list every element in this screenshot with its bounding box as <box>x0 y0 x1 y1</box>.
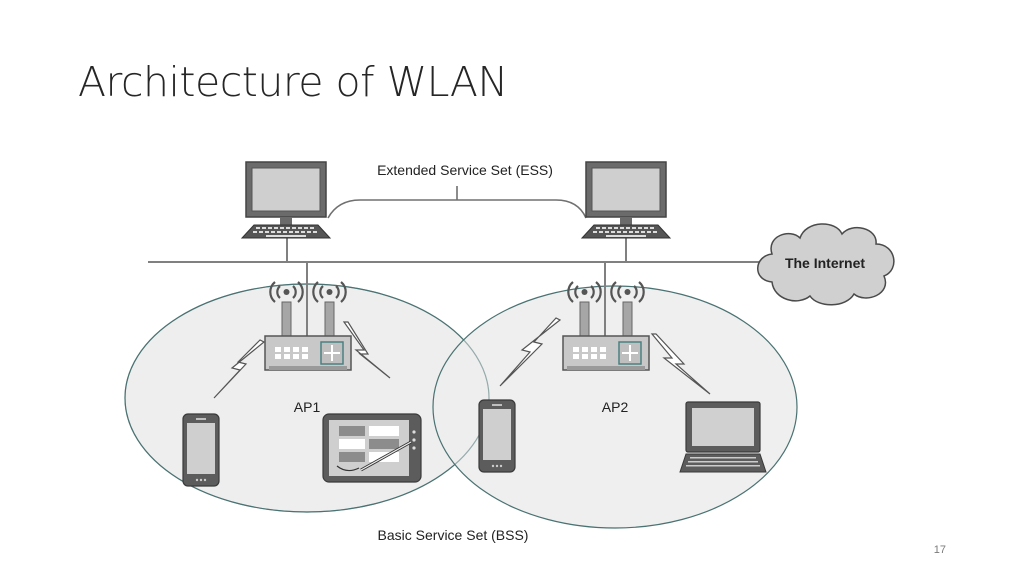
ess-label: Extended Service Set (ESS) <box>377 162 553 178</box>
ess-bracket <box>327 199 587 219</box>
smartphone-left <box>182 413 220 487</box>
ap1-label: AP1 <box>294 399 321 415</box>
wireless-links <box>213 317 711 399</box>
desktop-computer-right <box>581 161 671 239</box>
slide-title: Architecture of WLAN <box>78 58 508 106</box>
bss-label: Basic Service Set (BSS) <box>378 527 529 543</box>
smartphone-middle <box>478 399 516 473</box>
laptop-computer <box>679 401 767 473</box>
internet-cloud <box>757 223 895 306</box>
page-number: 17 <box>933 544 946 556</box>
internet-label: The Internet <box>785 255 865 271</box>
desktop-computer-left <box>241 161 331 239</box>
tablet-with-stylus <box>322 413 422 483</box>
ap2-label: AP2 <box>602 399 629 415</box>
